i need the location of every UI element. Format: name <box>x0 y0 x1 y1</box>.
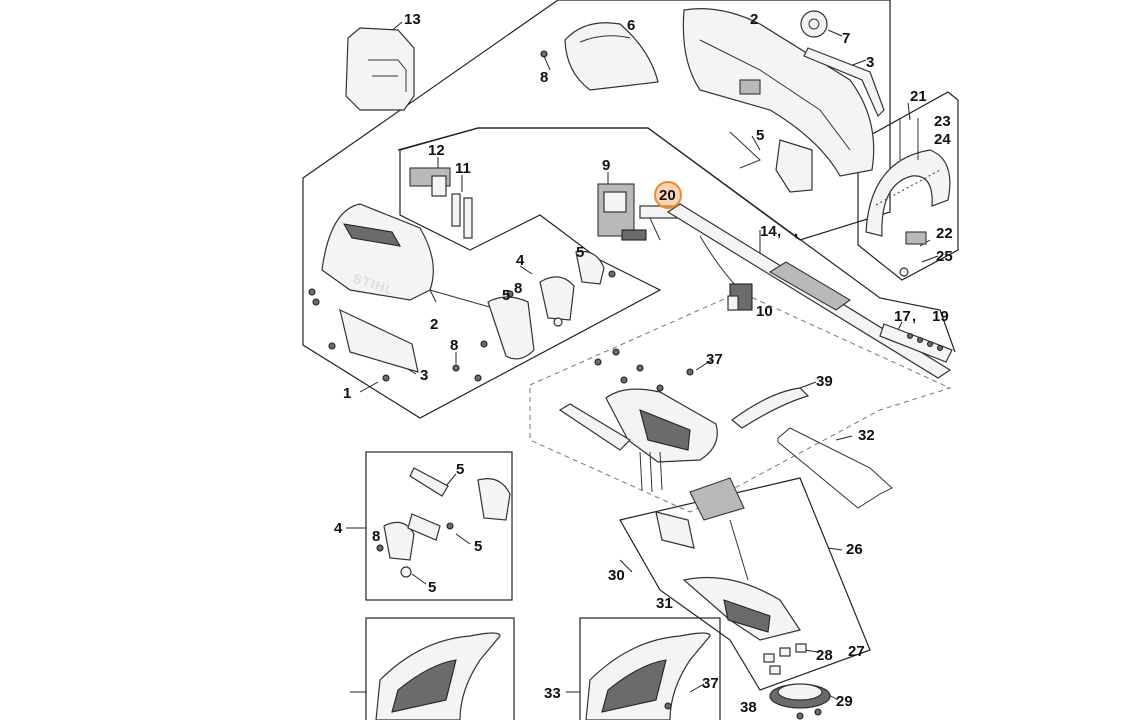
callout-9[interactable]: 9 <box>602 157 610 174</box>
callout-6[interactable]: 6 <box>627 17 635 34</box>
callout-38[interactable]: 38 <box>740 699 757 716</box>
part-7-plate <box>800 10 828 38</box>
callout-5-detail-a[interactable]: 5 <box>456 461 464 478</box>
callout-8-mid[interactable]: 8 <box>514 280 522 297</box>
callout-33[interactable]: 33 <box>544 685 561 702</box>
part-33-guard <box>585 632 711 720</box>
callout-20[interactable]: 20 <box>659 187 676 204</box>
callout-25[interactable]: 25 <box>936 248 953 265</box>
callout-7[interactable]: 7 <box>842 30 850 47</box>
callout-5-detail-b[interactable]: 5 <box>474 538 482 555</box>
callout-3-top[interactable]: 3 <box>866 54 874 71</box>
callout-tick-c: , <box>912 308 916 325</box>
callout-12[interactable]: 12 <box>428 142 445 159</box>
callout-8-lower[interactable]: 8 <box>450 337 458 354</box>
callout-14[interactable]: 14 <box>760 223 777 240</box>
callout-2-top[interactable]: 2 <box>750 11 758 28</box>
callout-3-lower[interactable]: 3 <box>420 367 428 384</box>
callout-labels: 13 6 8 2 7 3 21 23 24 5 12 11 9 20 14 , … <box>334 11 953 716</box>
callout-4-top[interactable]: 4 <box>516 252 525 269</box>
callout-29[interactable]: 29 <box>836 693 853 710</box>
selected-callout-highlight <box>654 181 682 209</box>
part-motor-housing <box>558 388 718 493</box>
callout-10[interactable]: 10 <box>756 303 773 320</box>
part-10-plug <box>727 283 753 311</box>
part-29-disc <box>769 683 831 709</box>
callout-8-top[interactable]: 8 <box>540 69 548 86</box>
callout-24[interactable]: 24 <box>934 131 951 148</box>
part-13-battery-cover <box>345 27 415 111</box>
part-2-housing-lower <box>339 308 419 373</box>
part-32-wire-guard <box>777 427 893 509</box>
part-11-slides <box>451 193 473 239</box>
callout-17[interactable]: 17 <box>894 308 911 325</box>
part-28-rollers <box>763 643 807 675</box>
callout-28[interactable]: 28 <box>816 647 833 664</box>
part-12-switch <box>409 167 451 197</box>
callout-tick-b: , <box>794 223 798 240</box>
detail-box-26 <box>619 477 871 691</box>
part-30-clip <box>655 511 695 549</box>
callout-1[interactable]: 1 <box>343 385 351 402</box>
callout-19[interactable]: 19 <box>932 308 949 325</box>
callout-37-bottom[interactable]: 37 <box>702 675 719 692</box>
screws-37-bottom <box>664 702 822 720</box>
callout-11[interactable]: 11 <box>455 160 471 177</box>
callout-27[interactable]: 27 <box>848 643 865 660</box>
callout-30[interactable]: 30 <box>608 567 625 584</box>
callout-8-detail[interactable]: 8 <box>372 528 380 545</box>
callout-21[interactable]: 21 <box>910 88 927 105</box>
callout-13[interactable]: 13 <box>404 11 421 28</box>
shaft-group-frame <box>397 127 956 353</box>
detail-4-parts <box>376 467 511 578</box>
part-17-label-plate <box>879 323 953 363</box>
callout-31[interactable]: 31 <box>656 595 673 612</box>
callout-26[interactable]: 26 <box>846 541 863 558</box>
detail-box-33 <box>579 617 721 720</box>
detail-box-35-left <box>365 617 515 720</box>
callout-2-mid[interactable]: 2 <box>430 316 438 333</box>
callout-32[interactable]: 32 <box>858 427 875 444</box>
screws-housing <box>308 288 514 382</box>
callout-5-detail-c[interactable]: 5 <box>428 579 436 596</box>
screws-37 <box>594 348 694 392</box>
callout-5-top[interactable]: 5 <box>756 127 764 144</box>
handle-group-frame <box>857 91 959 281</box>
callout-22[interactable]: 22 <box>936 225 953 242</box>
part-39-bail <box>731 387 810 429</box>
part-2-housing-upper <box>682 8 875 177</box>
part-5-trigger-top <box>729 131 813 193</box>
part-35-guard-left <box>375 632 501 720</box>
callout-23[interactable]: 23 <box>934 113 951 130</box>
callout-4-detail[interactable]: 4 <box>334 520 343 537</box>
part-20-connector <box>639 205 679 241</box>
part-6-cover <box>564 22 659 91</box>
callout-5-mid-a[interactable]: 5 <box>576 244 584 261</box>
callout-39[interactable]: 39 <box>816 373 833 390</box>
part-1-main-housing: STIHL <box>321 203 501 311</box>
callout-tick-a: , <box>777 223 781 240</box>
part-3-strip <box>803 47 885 118</box>
part-9-electronics <box>597 183 647 241</box>
detail-box-4 <box>365 451 513 601</box>
part-21-handle-bow <box>865 118 951 277</box>
part-14-shaft <box>666 203 952 379</box>
part-4-lock-group <box>487 250 616 360</box>
housing-group-frame <box>302 0 891 419</box>
callout-37-top[interactable]: 37 <box>706 351 723 368</box>
callout-5-mid-b[interactable]: 5 <box>502 287 510 304</box>
part-8-screw-top <box>540 50 551 71</box>
part-26-head <box>682 477 801 641</box>
